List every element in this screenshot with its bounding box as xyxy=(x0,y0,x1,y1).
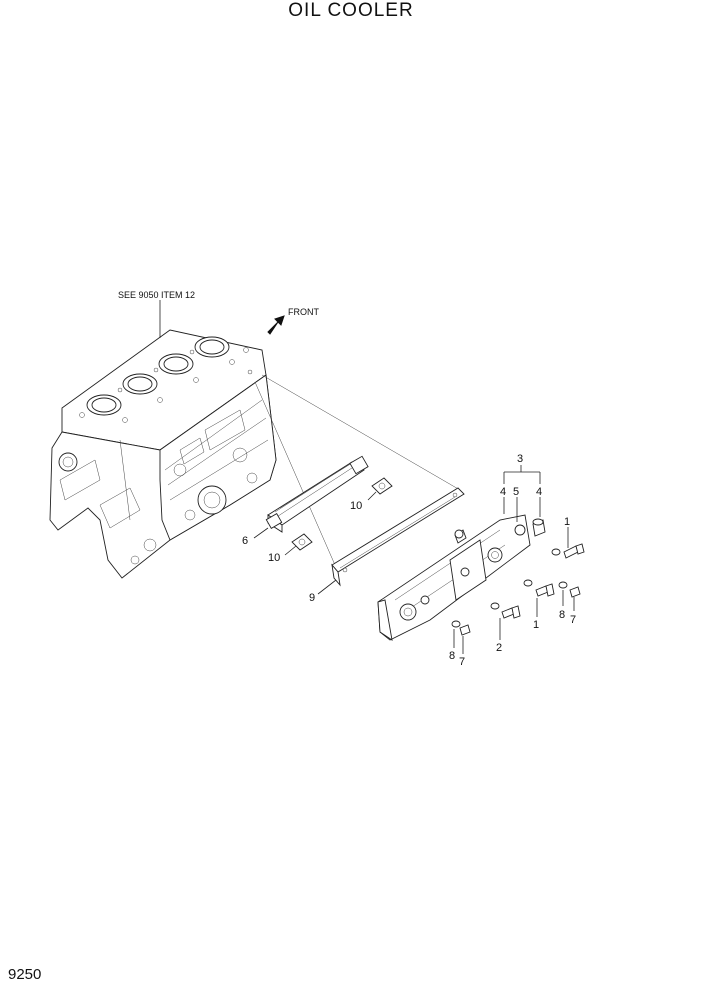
callout-8b: 8 xyxy=(449,650,455,662)
reference-note: SEE 9050 ITEM 12 xyxy=(118,290,195,300)
callout-10a: 10 xyxy=(350,500,362,512)
callout-8a: 8 xyxy=(559,609,565,621)
callout-1b: 1 xyxy=(533,619,539,631)
o-ring-upper xyxy=(371,477,393,495)
oil-cooler-cover xyxy=(377,514,531,641)
callout-3: 3 xyxy=(517,453,523,465)
engine-block xyxy=(49,300,277,579)
oil-cooler-element xyxy=(265,455,369,533)
callout-7b: 7 xyxy=(459,656,465,668)
callout-1a: 1 xyxy=(564,516,570,528)
page-number: 9250 xyxy=(8,966,42,983)
washer-left xyxy=(451,620,461,628)
callout-9: 9 xyxy=(309,592,315,604)
nut-left xyxy=(459,624,471,636)
callout-2: 2 xyxy=(496,642,502,654)
cooler-gasket xyxy=(331,487,465,587)
callout-4a: 4 xyxy=(500,486,506,498)
bolt-lower xyxy=(523,579,555,597)
callout-leaders xyxy=(253,465,575,654)
callout-7a: 7 xyxy=(570,614,576,626)
front-arrow-icon xyxy=(267,315,285,335)
bolt-upper xyxy=(551,543,585,559)
o-ring-lower xyxy=(291,533,313,551)
callout-4b: 4 xyxy=(536,486,542,498)
callout-5: 5 xyxy=(513,486,519,498)
plug-right xyxy=(532,518,546,537)
washer-right xyxy=(558,581,568,589)
bolt-two xyxy=(490,602,521,619)
page-title: OIL COOLER xyxy=(288,0,414,21)
front-label: FRONT xyxy=(288,307,319,317)
callout-6: 6 xyxy=(242,535,248,547)
callout-10b: 10 xyxy=(268,552,280,564)
nut-right xyxy=(569,586,581,598)
